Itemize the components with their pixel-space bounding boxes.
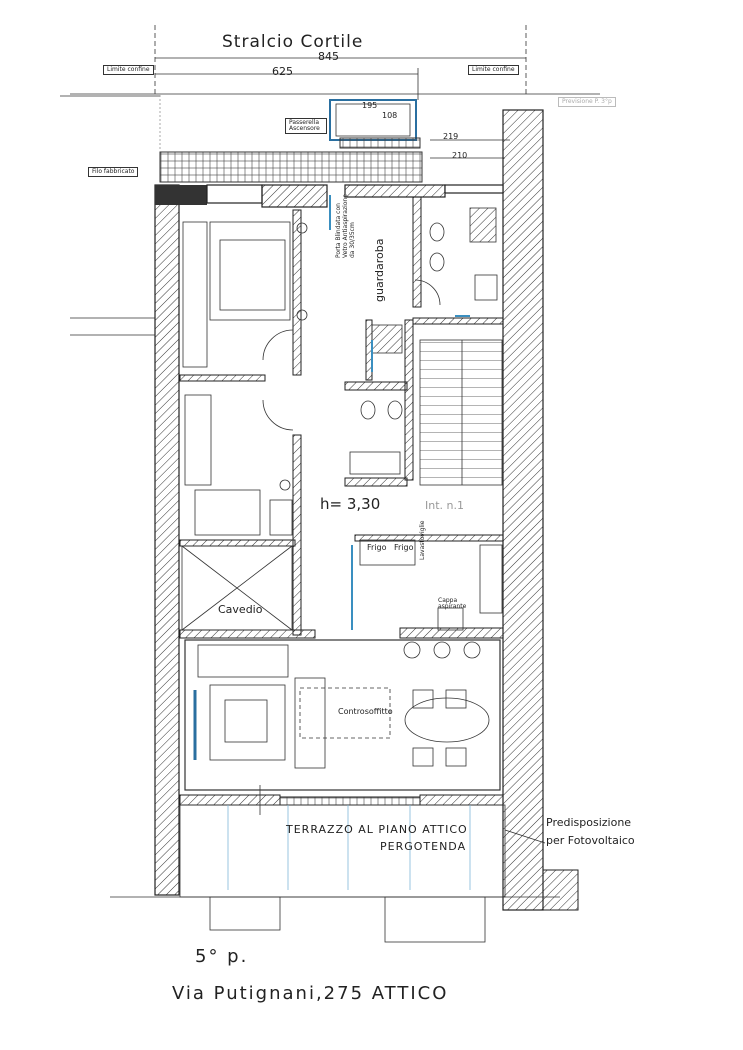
plan-title: Stralcio Cortile bbox=[222, 32, 364, 52]
controsoffitto-label: Controsoffitto bbox=[338, 707, 393, 716]
previsione-label: Previsione P. 3°p bbox=[558, 97, 616, 107]
door-accents bbox=[329, 195, 470, 630]
pv-line2: per Fotovoltaico bbox=[546, 834, 635, 847]
dim-total: 845 bbox=[318, 50, 339, 63]
pv-line1: Predisposizione bbox=[546, 816, 632, 829]
terrace-area bbox=[70, 317, 560, 943]
cavedio-shaft bbox=[181, 545, 293, 631]
lavastoviglie-label: Lavastoviglie bbox=[419, 520, 426, 560]
outer-walls bbox=[154, 109, 579, 911]
unit-label: Int. n.1 bbox=[425, 499, 464, 512]
frigo-1: Frigo bbox=[367, 543, 387, 552]
lift-dim-a: 195 bbox=[362, 101, 378, 110]
lift-label: Passerella Ascensore bbox=[285, 118, 327, 134]
terrace-line1: TERRAZZO AL PIANO ATTICO bbox=[286, 823, 468, 836]
lift-dim-b: 108 bbox=[382, 111, 398, 120]
courtyard-strip bbox=[159, 95, 510, 183]
guardaroba-label: guardaroba bbox=[373, 238, 386, 302]
dimension-lines bbox=[60, 25, 600, 100]
dim-inner: 625 bbox=[272, 65, 293, 78]
door-note: Porta Blindata con Vetro Antiaspirazione… bbox=[335, 194, 356, 258]
height-label: h= 3,30 bbox=[320, 495, 381, 513]
cavedio-label: Cavedio bbox=[218, 603, 263, 616]
living-furniture bbox=[184, 639, 501, 815]
filo-label: Filo fabbricato bbox=[88, 167, 139, 177]
terrace-line2: PERGOTENDA bbox=[380, 840, 467, 853]
cappa-label: Cappa aspirante bbox=[438, 597, 467, 610]
bedroom-furniture bbox=[182, 221, 308, 536]
lift-dim-c: 219 bbox=[443, 132, 459, 141]
limite-right-label: Limite confine bbox=[468, 65, 519, 75]
interior-walls bbox=[179, 196, 504, 806]
staircase bbox=[419, 339, 503, 486]
frigo-2: Frigo bbox=[394, 543, 414, 552]
fixtures bbox=[349, 207, 503, 631]
address-label: Via Putignani,275 ATTICO bbox=[172, 983, 449, 1004]
floor-label: 5° p. bbox=[195, 946, 249, 967]
lift-dim-d: 210 bbox=[452, 151, 468, 160]
limite-left-label: Limite confine bbox=[103, 65, 154, 75]
